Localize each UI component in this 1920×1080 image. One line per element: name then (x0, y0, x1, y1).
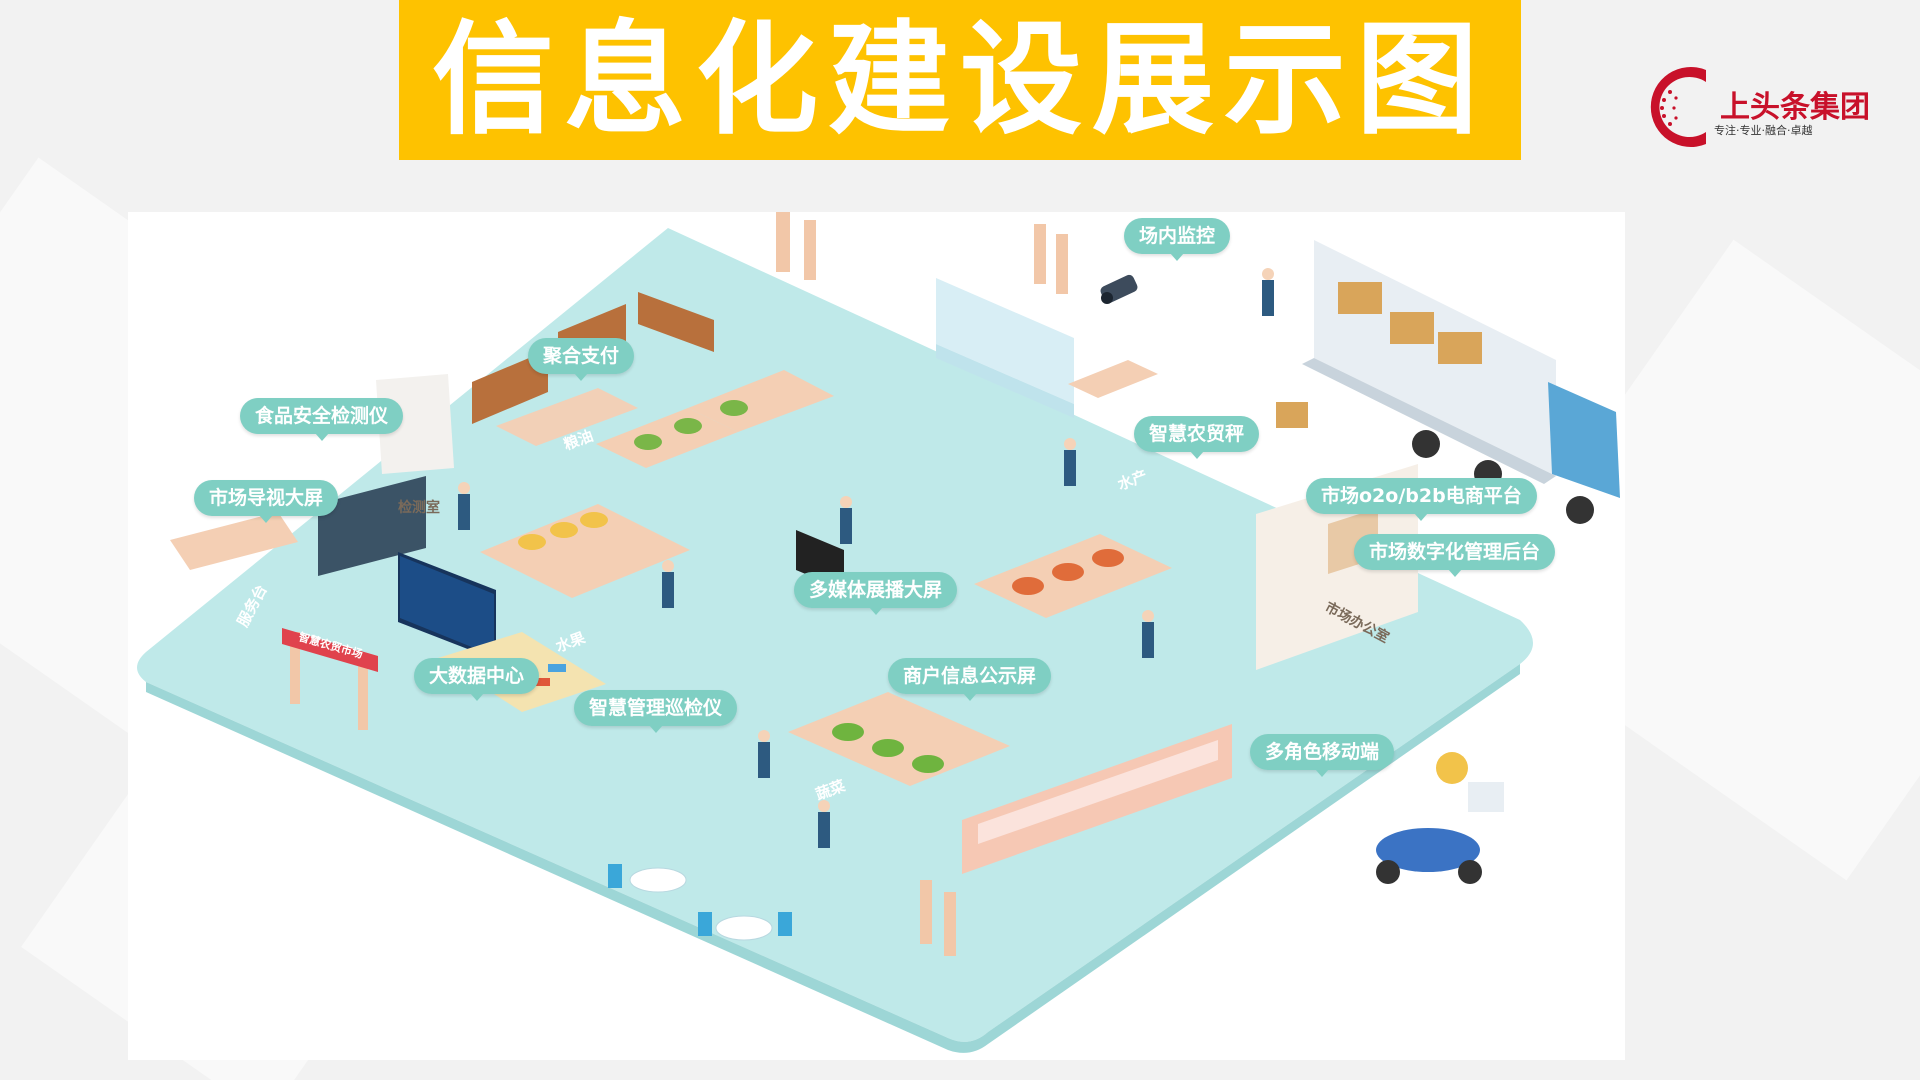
label-food-safety-tester: 食品安全检测仪 (240, 398, 404, 441)
label-ecommerce-platform: 市场o2o/b2b电商平台 (1306, 478, 1537, 521)
gate-bottom (920, 880, 956, 956)
floor-edge (146, 664, 1520, 1053)
seafood-stall (1068, 360, 1158, 398)
guide-screen-icon (318, 476, 426, 576)
test-room-icon (376, 374, 454, 474)
label-big-data-center: 大数据中心 (414, 658, 540, 701)
person-icon (458, 280, 1274, 848)
vegetable-stall (788, 692, 1010, 786)
service-desk-icon (170, 512, 298, 570)
shelf-icon (638, 292, 714, 352)
camera-icon (1100, 274, 1138, 304)
chair-icon (698, 912, 712, 936)
label-guide-screen: 市场导视大屏 (194, 480, 339, 523)
title-banner: 信息化建设展示图 (399, 0, 1521, 160)
produce-icon (1012, 549, 1124, 595)
chair-icon (778, 912, 792, 936)
label-in-market-camera: 场内监控 (1124, 218, 1231, 261)
page-title: 信息化建设展示图 (432, 9, 1488, 151)
label-smart-scale: 智慧农贸秤 (1134, 416, 1260, 459)
label-merchant-info-screen: 商户信息公示屏 (888, 658, 1052, 701)
label-aggregated-payment: 聚合支付 (528, 338, 635, 381)
market-illustration: 服务台 水果 蔬菜 水产 粮油 市场办公室 检测室 智慧农贸市场 (137, 212, 1620, 1053)
shelf-icon (472, 350, 548, 424)
label-multimedia-screen: 多媒体展播大屏 (794, 572, 958, 615)
produce-icon (832, 723, 944, 773)
cargo-box-icon (1276, 402, 1308, 428)
grain-oil-counter (496, 388, 638, 446)
produce-icon (634, 400, 748, 450)
fruit-stall (480, 504, 690, 598)
logo-slogan: 专注·专业·融合·卓越 (1714, 124, 1813, 137)
delivery-truck-icon (1302, 240, 1620, 524)
table-icon (715, 915, 773, 941)
floor-platform (137, 228, 1533, 1042)
label-smart-inspection: 智慧管理巡检仪 (574, 690, 738, 733)
label-digital-admin: 市场数字化管理后台 (1354, 534, 1556, 577)
delivery-scooter-icon (1376, 752, 1504, 884)
logo-emblem-icon (1650, 67, 1706, 147)
fruit-stall (688, 370, 834, 432)
table-icon (629, 867, 687, 893)
seafood-tanks (936, 278, 1074, 404)
gate-top (776, 212, 816, 280)
gate-right (1034, 224, 1068, 294)
entrance-arch-icon (282, 628, 378, 730)
chair-icon (608, 864, 622, 888)
market-diagram: 服务台 水果 蔬菜 水产 粮油 市场办公室 检测室 智慧农贸市场 场内监控 聚合… (128, 212, 1625, 1060)
fruit-stall (596, 408, 738, 468)
test-room-sign: 检测室 (398, 499, 440, 516)
company-logo: 上头条集团 专注·专业·融合·卓越 (1648, 62, 1878, 152)
label-mobile-terminal: 多角色移动端 (1250, 734, 1395, 777)
produce-icon (518, 512, 608, 550)
person-head-icon (458, 268, 1274, 812)
logo-text: 上头条集团 (1720, 90, 1870, 125)
